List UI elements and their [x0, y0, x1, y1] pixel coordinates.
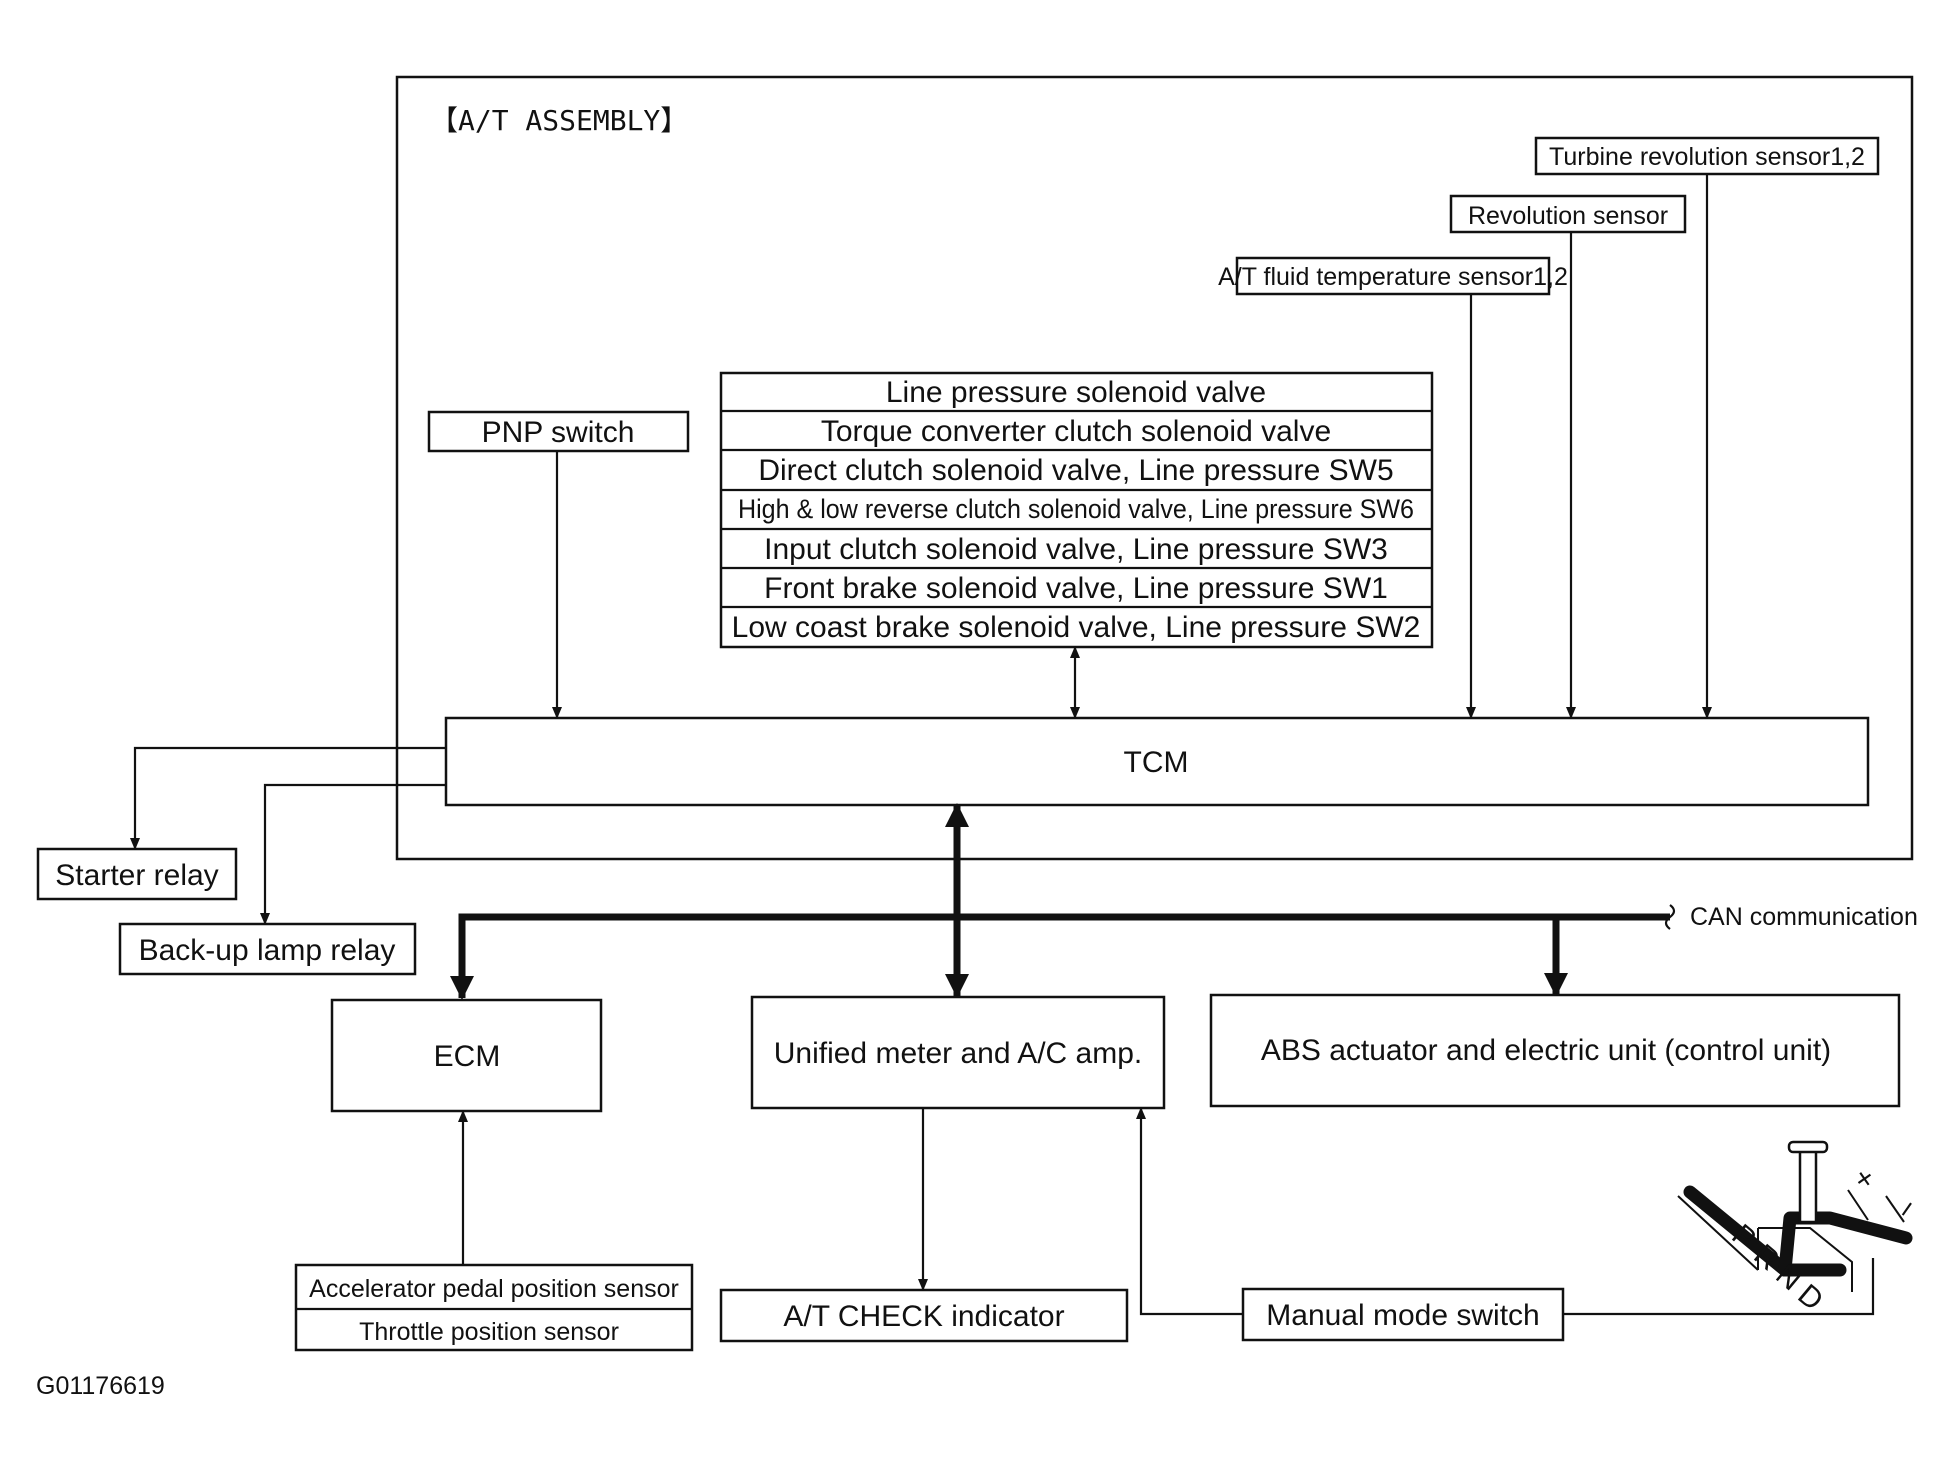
shift-minus-label: −	[1889, 1193, 1926, 1226]
backup-lamp-relay-label: Back-up lamp relay	[139, 934, 396, 967]
starter-relay: Starter relay	[36, 847, 238, 901]
manual-mode-switch: Manual mode switch	[1241, 1287, 1565, 1342]
solenoid-torque-converter: Torque converter clutch solenoid valve	[821, 415, 1331, 448]
solenoid-low-coast-brake: Low coast brake solenoid valve, Line pre…	[732, 611, 1421, 644]
accelerator-pedal-sensor-label: Accelerator pedal position sensor	[309, 1275, 679, 1303]
tcm-label: TCM	[1124, 746, 1189, 779]
figure-code: G01176619	[36, 1372, 165, 1400]
fluid-temperature-sensor-label: A/T fluid temperature sensor1,2	[1218, 263, 1568, 291]
at-assembly-label: 【A/T ASSEMBLY】	[430, 104, 688, 137]
revolution-sensor-label: Revolution sensor	[1468, 202, 1668, 230]
pnp-switch: PNP switch	[427, 410, 690, 453]
manual-mode-switch-label: Manual mode switch	[1266, 1299, 1539, 1332]
abs-unit-label: ABS actuator and electric unit (control …	[1261, 1034, 1831, 1067]
revolution-sensor: Revolution sensor	[1449, 194, 1687, 234]
backup-lamp-relay: Back-up lamp relay	[118, 922, 417, 976]
turbine-revolution-sensor: Turbine revolution sensor1,2	[1534, 136, 1880, 176]
can-communication-label: CAN communication	[1690, 903, 1918, 931]
shifter-to-manual-switch-line	[1563, 1258, 1875, 1316]
tcm-to-starter-relay-arrow	[130, 746, 446, 850]
ecm-block: ECM	[330, 998, 603, 1113]
shift-lever-icon: P R N D + −	[1677, 1140, 1926, 1317]
unified-meter-label: Unified meter and A/C amp.	[774, 1037, 1143, 1070]
unified-meter-block: Unified meter and A/C amp.	[750, 995, 1166, 1110]
solenoid-input-clutch: Input clutch solenoid valve, Line pressu…	[764, 533, 1388, 566]
solenoid-high-low-reverse: High & low reverse clutch solenoid valve…	[738, 494, 1414, 524]
at-check-indicator-label: A/T CHECK indicator	[783, 1300, 1064, 1333]
turbine-revolution-sensor-label: Turbine revolution sensor1,2	[1549, 143, 1865, 171]
ecm-label: ECM	[434, 1040, 501, 1073]
manual-switch-to-meter-arrow	[1136, 1107, 1243, 1316]
solenoid-line-pressure: Line pressure solenoid valve	[886, 376, 1266, 409]
tcm-block: TCM	[444, 716, 1870, 807]
tcm-to-backup-lamp-arrow	[260, 783, 446, 925]
abs-unit-block: ABS actuator and electric unit (control …	[1209, 993, 1901, 1108]
shift-plus-label: +	[1848, 1161, 1881, 1198]
at-check-indicator: A/T CHECK indicator	[719, 1288, 1129, 1343]
at-assembly-frame	[395, 75, 1914, 861]
solenoid-valve-group: Line pressure solenoid valve Torque conv…	[719, 371, 1434, 649]
fluid-temperature-sensor: A/T fluid temperature sensor1,2	[1218, 256, 1568, 296]
solenoid-front-brake: Front brake solenoid valve, Line pressur…	[764, 572, 1388, 605]
pnp-switch-label: PNP switch	[482, 416, 635, 449]
ecm-input-sensors: Accelerator pedal position sensor Thrott…	[294, 1263, 694, 1352]
starter-relay-label: Starter relay	[55, 859, 218, 892]
can-bus-line	[458, 913, 1670, 997]
can-bus-terminator	[1664, 904, 1676, 930]
throttle-position-sensor-label: Throttle position sensor	[359, 1318, 619, 1346]
solenoid-direct-clutch: Direct clutch solenoid valve, Line press…	[758, 454, 1393, 487]
